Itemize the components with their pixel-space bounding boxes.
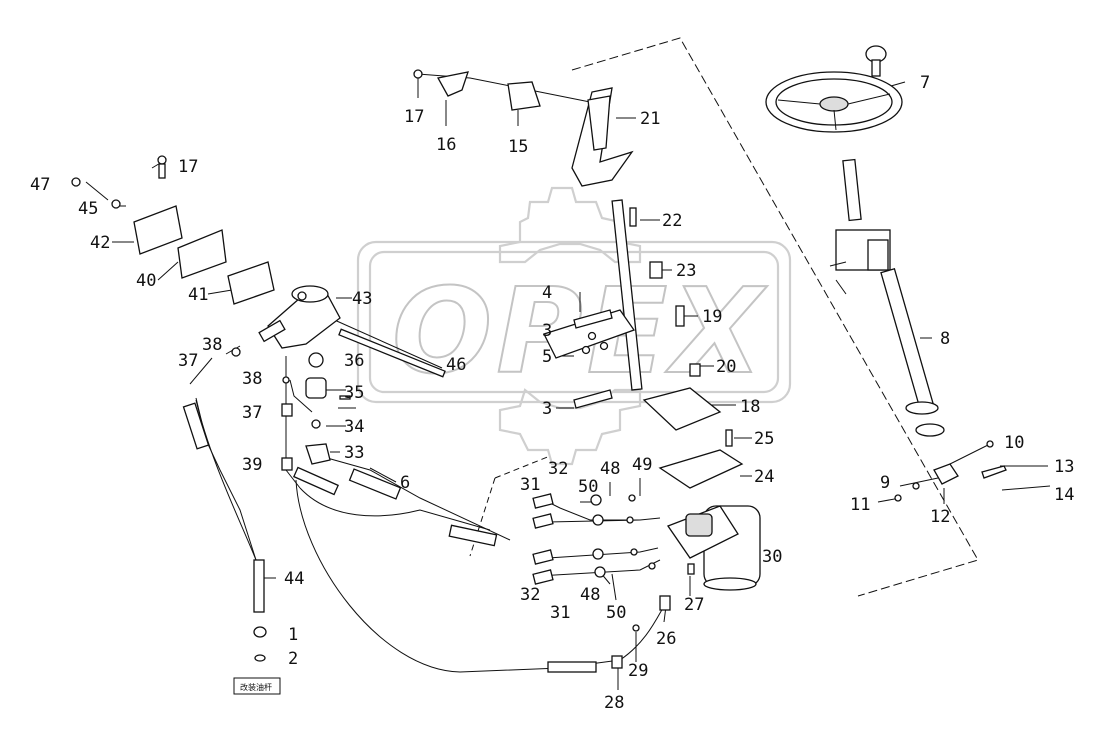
callout-7: 7 xyxy=(920,73,930,93)
callout-33: 33 xyxy=(344,443,364,463)
callout-48: 48 xyxy=(580,585,600,605)
callout-12: 12 xyxy=(930,507,950,527)
steering-wheel xyxy=(765,45,903,133)
callout-38: 38 xyxy=(202,335,222,355)
fittings-and-bolts xyxy=(71,69,695,669)
callout-3: 3 xyxy=(542,399,552,419)
callout-37: 37 xyxy=(242,403,262,423)
callout-17: 17 xyxy=(178,157,198,177)
callout-1: 1 xyxy=(288,625,298,645)
callout-34: 34 xyxy=(344,417,364,437)
steering-control-unit xyxy=(666,505,761,591)
callout-6: 6 xyxy=(400,473,410,493)
callout-13: 13 xyxy=(1054,457,1074,477)
callout-27: 27 xyxy=(684,595,704,615)
callout-10: 10 xyxy=(1004,433,1024,453)
callout-14: 14 xyxy=(1054,485,1074,505)
callout-35: 35 xyxy=(344,383,364,403)
callout-labels: 1 2 3 3 4 5 6 7 8 9 10 11 12 13 14 15 16… xyxy=(30,73,1074,713)
control-valve xyxy=(258,285,446,378)
callout-22: 22 xyxy=(662,211,682,231)
callout-5: 5 xyxy=(542,347,552,367)
callout-43: 43 xyxy=(352,289,372,309)
callout-36: 36 xyxy=(344,351,364,371)
legend-tag: 改装油杆 xyxy=(233,677,281,695)
callout-39: 39 xyxy=(242,455,262,475)
callout-47: 47 xyxy=(30,175,50,195)
callout-30: 30 xyxy=(762,547,782,567)
callout-19: 19 xyxy=(702,307,722,327)
callout-45: 45 xyxy=(78,199,98,219)
callout-24: 24 xyxy=(754,467,774,487)
callout-3: 3 xyxy=(542,321,552,341)
callout-8: 8 xyxy=(940,329,950,349)
callout-21: 21 xyxy=(640,109,660,129)
callout-38: 38 xyxy=(242,369,262,389)
callout-29: 29 xyxy=(628,661,648,681)
callout-16: 16 xyxy=(436,135,456,155)
callout-31: 31 xyxy=(520,475,540,495)
callout-42: 42 xyxy=(90,233,110,253)
callout-41: 41 xyxy=(188,285,208,305)
callout-50: 50 xyxy=(578,477,598,497)
callout-4: 4 xyxy=(542,283,552,303)
assembly-outline xyxy=(571,37,979,597)
callout-25: 25 xyxy=(754,429,774,449)
callout-2: 2 xyxy=(288,649,298,669)
callout-31: 31 xyxy=(550,603,570,623)
callout-18: 18 xyxy=(740,397,760,417)
callout-40: 40 xyxy=(136,271,156,291)
callout-26: 26 xyxy=(656,629,676,649)
callout-11: 11 xyxy=(850,495,870,515)
callout-28: 28 xyxy=(604,693,624,713)
callout-37: 37 xyxy=(178,351,198,371)
callout-17: 17 xyxy=(404,107,424,127)
steering-column xyxy=(829,158,1007,502)
callout-15: 15 xyxy=(508,137,528,157)
legend-tag-text: 改装油杆 xyxy=(240,682,272,692)
callout-48: 48 xyxy=(600,459,620,479)
callout-44: 44 xyxy=(284,569,304,589)
callout-32: 32 xyxy=(548,459,568,479)
hydraulic-hoses xyxy=(182,399,669,673)
hose-bundle-outline xyxy=(469,455,551,557)
hose-fitting xyxy=(293,466,339,496)
callout-23: 23 xyxy=(676,261,696,281)
column-bracket xyxy=(543,87,744,489)
callout-20: 20 xyxy=(716,357,736,377)
callout-46: 46 xyxy=(446,355,466,375)
callout-50: 50 xyxy=(606,603,626,623)
callout-49: 49 xyxy=(632,455,652,475)
callout-32: 32 xyxy=(520,585,540,605)
covers xyxy=(133,205,275,305)
callout-9: 9 xyxy=(880,473,890,493)
